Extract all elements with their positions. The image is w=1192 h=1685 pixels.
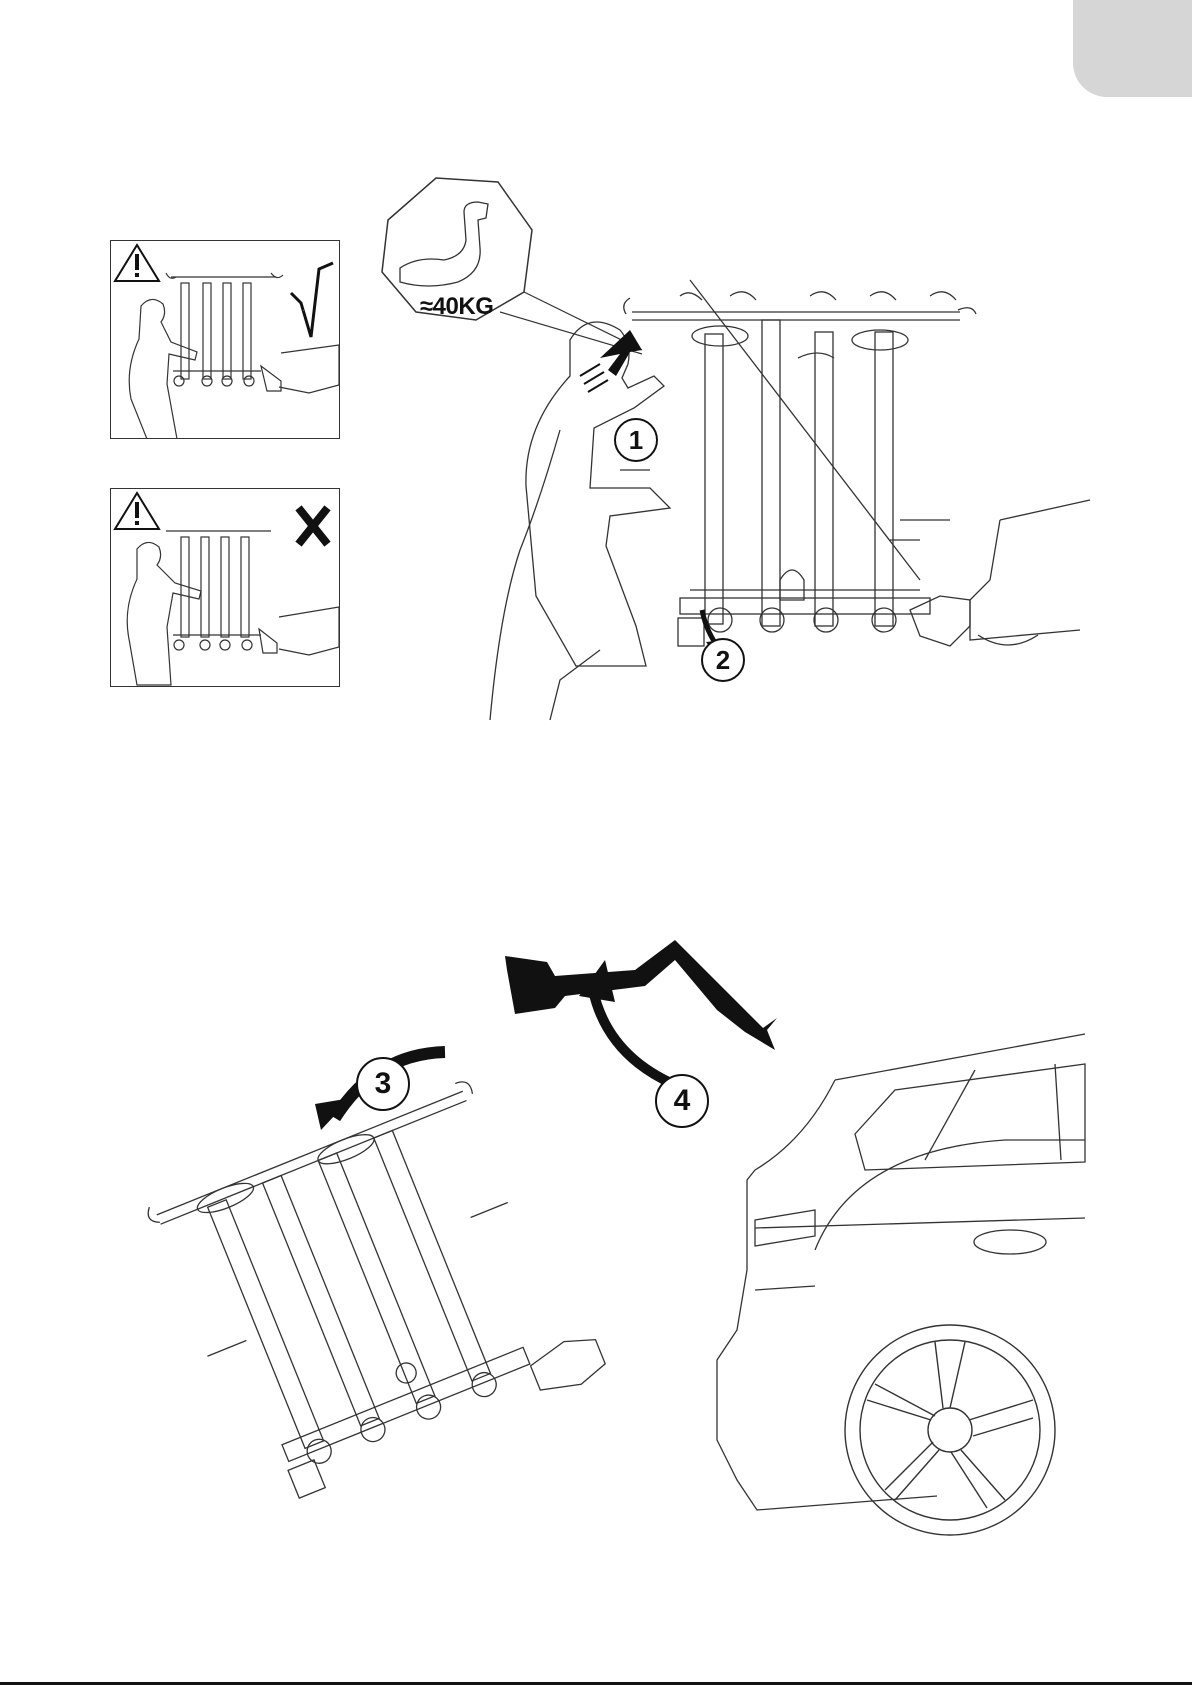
car-rear-icon	[717, 1034, 1085, 1510]
warning-triangle-icon	[115, 493, 159, 529]
tilt-carrier-figure	[195, 980, 1085, 1560]
cross-mark-icon	[301, 511, 325, 541]
corner-tab	[1073, 0, 1192, 97]
car-rear-icon	[279, 345, 339, 393]
hatch-open-arrow-icon	[505, 940, 777, 1050]
check-mark-icon: √	[291, 263, 333, 337]
car-rear-icon	[970, 500, 1090, 645]
bike-carrier-icon	[620, 280, 976, 646]
car-wheel-icon	[845, 1325, 1055, 1535]
step-badge-4: 4	[655, 1074, 709, 1128]
person-icon	[129, 299, 197, 438]
push-arrow-icon	[580, 330, 642, 392]
bike-carrier-icon	[166, 531, 277, 653]
step-badge-1: 1	[614, 418, 658, 462]
panel-incorrect	[110, 488, 340, 687]
lift-carrier-figure	[480, 280, 1090, 730]
tilted-carrier-icon	[145, 1071, 608, 1511]
step-badge-3: 3	[356, 1057, 410, 1111]
panel-incorrect-drawing	[111, 489, 339, 686]
person-icon	[127, 542, 201, 685]
step-badge-2: 2	[701, 638, 745, 682]
car-rear-icon	[279, 607, 339, 655]
bike-carrier-icon	[166, 273, 283, 391]
person-icon	[490, 322, 670, 720]
warning-triangle-icon	[115, 245, 159, 281]
panel-correct-drawing: √	[111, 241, 339, 438]
panel-correct: √	[110, 240, 340, 439]
